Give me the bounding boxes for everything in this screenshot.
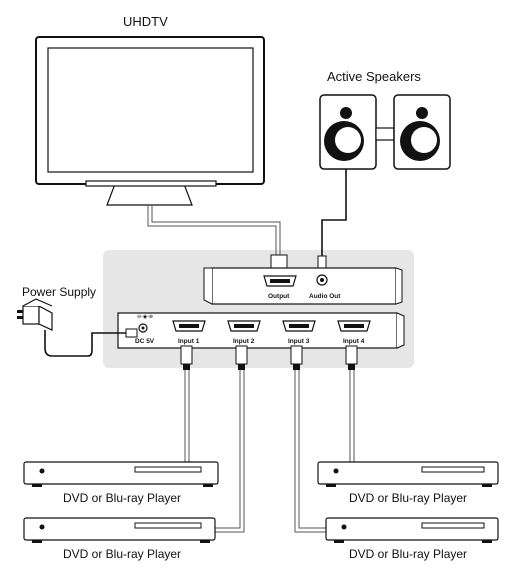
player-top-left <box>23 461 219 487</box>
input-cables <box>184 370 355 533</box>
uhdtv <box>35 36 265 206</box>
power-supply-label: Power Supply <box>22 285 96 299</box>
tv-label: UHDTV <box>123 14 168 29</box>
power-supply-adapter <box>17 298 138 357</box>
svg-text:⊖-◉-⊕: ⊖-◉-⊕ <box>137 314 153 320</box>
hdmi-cable-tv <box>147 205 281 262</box>
input3-label: Input 3 <box>288 338 310 345</box>
active-speakers <box>319 94 451 170</box>
player-bottom-right-label: DVD or Blu-ray Player <box>349 547 467 561</box>
player-bottom-left-label: DVD or Blu-ray Player <box>63 547 181 561</box>
input-hdmi-plugs <box>180 345 358 370</box>
audio-cable <box>321 169 347 258</box>
output-port-label: Output <box>268 293 290 300</box>
player-bottom-right <box>325 517 499 543</box>
audio-out-port-label: Audio Out <box>309 293 341 300</box>
speakers-label: Active Speakers <box>327 69 421 84</box>
player-top-right-label: DVD or Blu-ray Player <box>349 491 467 505</box>
input4-label: Input 4 <box>343 338 365 345</box>
input2-label: Input 2 <box>233 338 255 345</box>
player-bottom-left <box>23 517 216 543</box>
player-top-left-label: DVD or Blu-ray Player <box>63 491 181 505</box>
dc-port-label: DC 5V <box>135 338 155 345</box>
input1-label: Input 1 <box>178 338 200 345</box>
switch-rear-unit <box>203 267 403 305</box>
player-top-right <box>317 461 499 487</box>
